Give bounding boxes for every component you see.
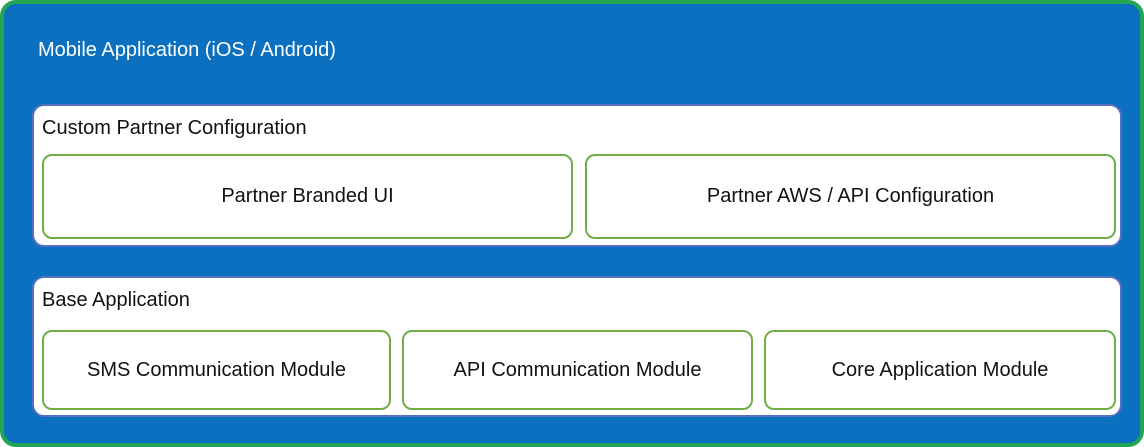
module-partner-aws-api-configuration: Partner AWS / API Configuration <box>585 154 1116 239</box>
module-sms-communication-label: SMS Communication Module <box>87 358 346 381</box>
module-api-communication-label: API Communication Module <box>453 358 702 381</box>
module-core-application: Core Application Module <box>764 330 1116 410</box>
section-base-application: Base Application SMS Communication Modul… <box>32 276 1122 417</box>
module-partner-branded-ui-label: Partner Branded UI <box>221 185 394 207</box>
section-base-application-label: Base Application <box>42 289 190 311</box>
module-sms-communication: SMS Communication Module <box>42 330 391 410</box>
module-partner-branded-ui: Partner Branded UI <box>42 154 573 239</box>
module-api-communication: API Communication Module <box>402 330 753 410</box>
module-core-application-label: Core Application Module <box>831 358 1049 381</box>
section-custom-partner-configuration: Custom Partner Configuration Partner Bra… <box>32 104 1122 247</box>
module-partner-aws-api-configuration-label: Partner AWS / API Configuration <box>706 185 995 207</box>
mobile-application-title: Mobile Application (iOS / Android) <box>38 39 336 61</box>
section-custom-partner-configuration-label: Custom Partner Configuration <box>42 117 307 139</box>
